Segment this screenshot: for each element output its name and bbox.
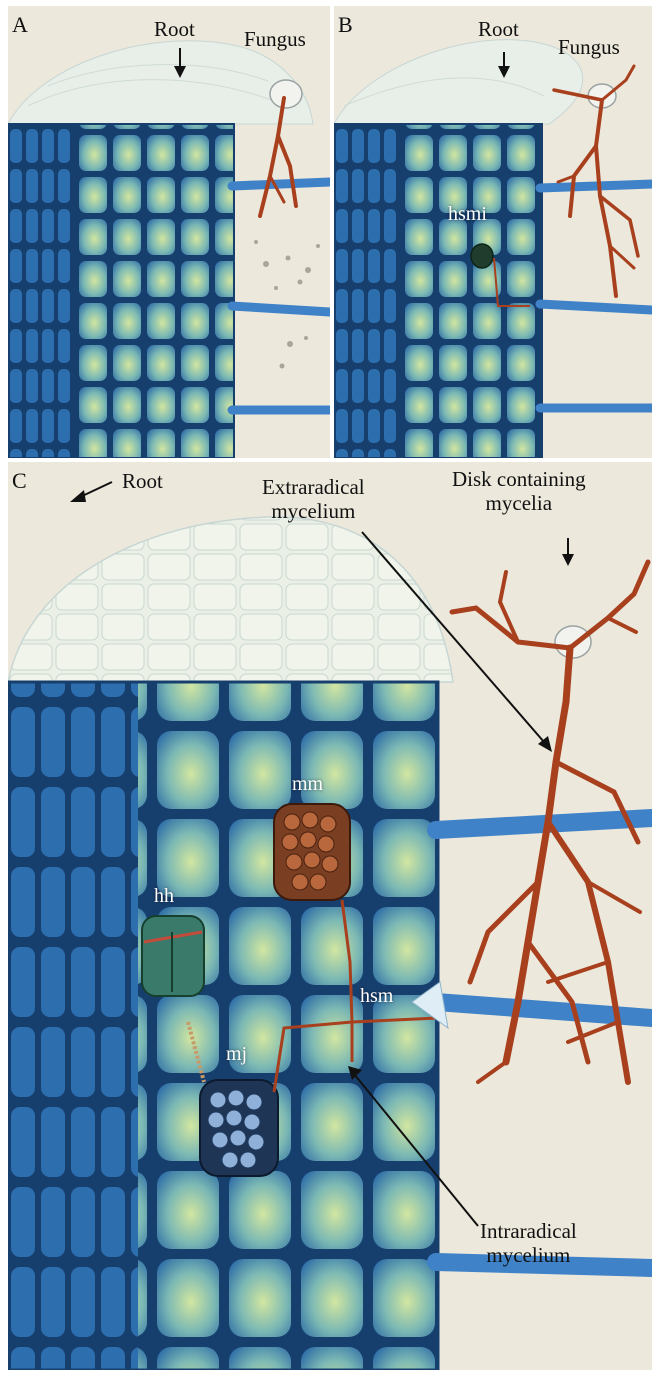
- hsm-label: hsm: [360, 986, 393, 1006]
- disk-line-2: mycelia: [452, 492, 586, 516]
- panel-b-illustration: [334, 6, 652, 458]
- hsmi-label: hsmi: [448, 204, 487, 224]
- disk-containing-mycelia-label: Disk containing mycelia: [452, 468, 586, 515]
- mj-label: mj: [226, 1044, 247, 1064]
- mm-label: mm: [292, 774, 323, 794]
- extraradical-line-1: Extraradical: [262, 476, 365, 500]
- disk-line-1: Disk containing: [452, 468, 586, 492]
- extraradical-line-2: mycelium: [262, 500, 365, 524]
- panel-c-root-label: Root: [122, 470, 163, 494]
- panel-a-letter: A: [12, 14, 28, 36]
- panel-c-letter: C: [12, 470, 27, 492]
- hh-label: hh: [154, 886, 174, 906]
- panel-b: B Root Fungus hsmi: [334, 6, 652, 458]
- panel-a-fungus-label: Fungus: [244, 28, 306, 52]
- intraradical-line-1: Intraradical: [480, 1220, 577, 1244]
- extraradical-mycelium-label: Extraradical mycelium: [262, 476, 365, 523]
- panel-a-illustration: [8, 6, 330, 458]
- panel-c: C Root Extraradical mycelium Disk contai…: [8, 462, 652, 1370]
- panel-a-root-label: Root: [154, 18, 195, 42]
- panel-a: A Root Fungus: [8, 6, 330, 458]
- intraradical-line-2: mycelium: [480, 1244, 577, 1268]
- panel-b-letter: B: [338, 14, 353, 36]
- panel-b-root-label: Root: [478, 18, 519, 42]
- intraradical-mycelium-label: Intraradical mycelium: [480, 1220, 577, 1267]
- panel-b-fungus-label: Fungus: [558, 36, 620, 60]
